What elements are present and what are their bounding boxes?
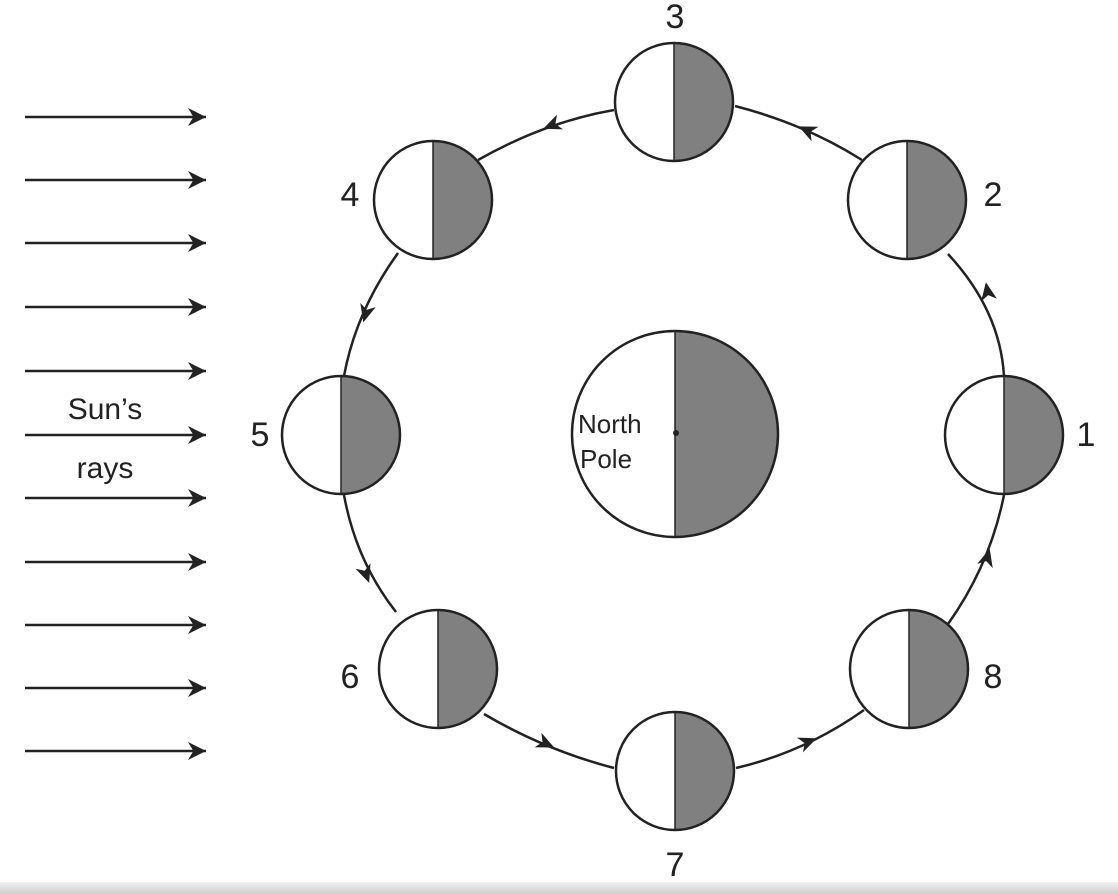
- orbit-arc-6-7: [483, 712, 615, 770]
- position-label-5: 5: [251, 416, 270, 454]
- moon-4: [372, 139, 494, 261]
- position-label-7: 7: [666, 846, 685, 882]
- orbit-arc-7-8: [735, 708, 865, 770]
- orbit-arrow-5: [355, 563, 371, 583]
- orbit-arc-5-6: [342, 494, 397, 613]
- sun-rays-label-line1: Sun’s: [68, 393, 143, 426]
- position-label-3: 3: [666, 0, 685, 36]
- orbit-arrow-3: [543, 114, 563, 130]
- orbit-arrow-7: [797, 737, 817, 753]
- orbit-arc-3-4: [477, 108, 615, 162]
- moon-2: [846, 139, 968, 261]
- north-pole-label-line2: Pole: [580, 444, 632, 474]
- position-label-1: 1: [1077, 416, 1096, 454]
- moon-8: [848, 608, 970, 730]
- orbit-path: [342, 104, 1006, 770]
- earth: [570, 329, 780, 539]
- orbit-arrows: [355, 114, 997, 753]
- moon-6: [377, 608, 499, 730]
- position-label-4: 4: [341, 176, 360, 214]
- moon-1: [943, 374, 1065, 496]
- position-label-8: 8: [984, 658, 1003, 696]
- north-pole-dot: [673, 430, 679, 436]
- orbit-arrow-6: [534, 732, 555, 748]
- sun-rays-label-line2: rays: [77, 452, 134, 485]
- orbit-arrow-2: [798, 126, 819, 142]
- orbit-arrow-1: [981, 282, 997, 302]
- orbit-arc-1-2: [947, 253, 1006, 377]
- moon-7: [614, 710, 736, 832]
- orbit-arrow-4: [360, 302, 376, 323]
- sun-rays: [25, 108, 206, 760]
- orbit-arc-4-5: [342, 252, 400, 377]
- orbit-arc-2-3: [734, 104, 863, 162]
- north-pole-label-line1: North: [578, 409, 642, 439]
- orbit-arc-8-1: [946, 494, 1006, 625]
- orbit-arrow-8: [977, 548, 993, 569]
- bottom-edge-strip: [0, 882, 1118, 894]
- moon-5: [280, 374, 402, 496]
- position-label-6: 6: [341, 658, 360, 696]
- moon-3: [613, 41, 735, 163]
- position-label-2: 2: [984, 176, 1003, 214]
